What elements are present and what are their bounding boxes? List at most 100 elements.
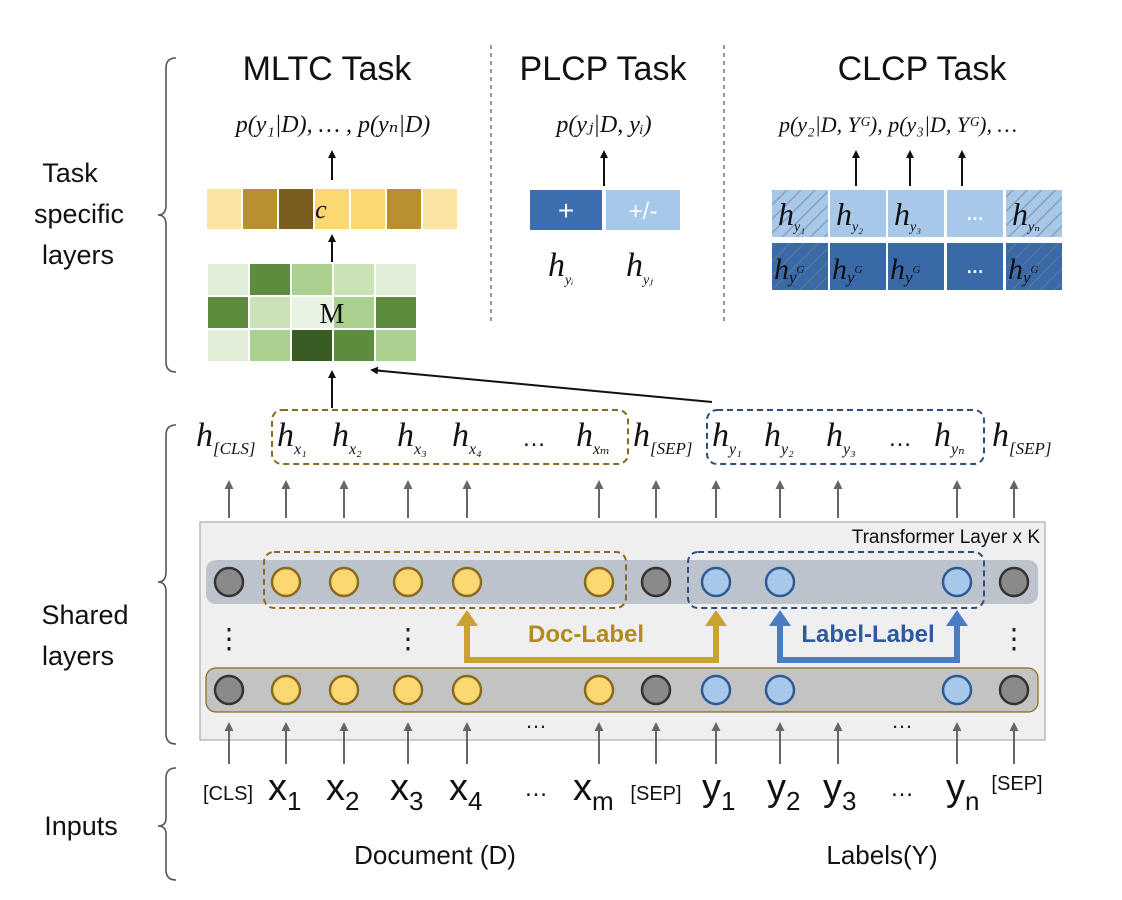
hidden-sep-2: h[SEP] (992, 417, 1052, 458)
vector-cell-2 (279, 189, 313, 229)
clcp-top-label-1: hy₂ (836, 196, 863, 235)
clcp-title: CLCP Task (838, 50, 1008, 88)
clcp-bottom-cell-1 (830, 243, 886, 290)
labels-label: Labels(Y) (826, 840, 937, 870)
top-node-0 (213, 566, 245, 598)
bottom-node-0 (213, 674, 245, 706)
clcp-bottom-label-2: hyG (890, 253, 921, 287)
clcp-formula: p(y₂|D, Yᴳ), p(y₃|D, Yᴳ), … (777, 112, 1017, 137)
vector-cell-0 (207, 189, 241, 229)
matrix-cell-0-1 (250, 264, 290, 295)
plcp-formula: p(yⱼ|D, yᵢ) (554, 112, 651, 138)
hidden-y-0: hy₁ (712, 417, 742, 458)
input-cls: [CLS] (203, 783, 253, 805)
matrix-cell-1-4 (376, 297, 416, 328)
clcp-top-cell-3 (947, 190, 1003, 237)
clcp-bottom-ellipsis: … (966, 257, 984, 277)
label-shared-line1: Shared (41, 600, 128, 630)
plcp-box-plus (530, 190, 602, 230)
mltc-formula: p(y₁|D), … , p(yₙ|D) (234, 112, 431, 138)
vdots-middle: ⋮ (394, 624, 422, 655)
input-x-4: xm (573, 767, 614, 816)
hidden-y-2: hy₃ (826, 417, 856, 458)
bottom-node-4 (451, 674, 483, 706)
input-x-0: x1 (268, 767, 301, 816)
hidden-sep-1: h[SEP] (633, 417, 693, 458)
input-x-3: x4 (449, 767, 482, 816)
hidden-x-3: hx₄ (452, 417, 482, 458)
matrix-cell-1-2 (292, 297, 332, 328)
brace-inputs (157, 767, 177, 881)
clcp-top-label-0: hy₁ (778, 196, 805, 235)
hidden-x-2: hx₃ (397, 417, 427, 458)
bottom-node-9 (941, 674, 973, 706)
vector-c-label: c⃗ (315, 195, 347, 224)
input-sep-1: [SEP] (630, 783, 681, 805)
vector-cell-3 (315, 189, 349, 229)
hidden-x-4: hxₘ (576, 417, 610, 458)
bottom-node-6 (640, 674, 672, 706)
label-task-line2: specific (34, 199, 124, 229)
hidden-arrows (224, 480, 1019, 518)
clcp-bottom-cell-2 (888, 243, 944, 290)
doc-hidden-group (271, 409, 629, 465)
bottom-node-5 (583, 674, 615, 706)
top-node-3 (392, 566, 424, 598)
matrix-cell-0-0 (208, 264, 248, 295)
input-x-1: x2 (326, 767, 359, 816)
input-y-3: yn (946, 767, 979, 816)
vdots-left: ⋮ (215, 624, 243, 655)
transformer-title: Transformer Layer x K (852, 527, 1041, 548)
clcp-top-cell-2 (888, 190, 944, 237)
input-x-2: x3 (390, 767, 423, 816)
clcp-top-label-4: hyₙ (1012, 196, 1040, 235)
vector-cell-6 (423, 189, 457, 229)
clcp-top-ellipsis: … (966, 204, 984, 224)
plcp-plus-label: + (558, 195, 574, 226)
plcp-h-i: hyᵢ (548, 247, 573, 288)
hidden-x-0: hx₁ (277, 417, 307, 458)
doc-node-group (263, 551, 627, 609)
ellipsis-label-bottom: … (891, 708, 913, 733)
mltc-title: MLTC Task (243, 50, 413, 88)
top-node-1 (270, 566, 302, 598)
label-hidden-group (706, 409, 985, 465)
plcp-h-j: hyⱼ (626, 247, 653, 288)
top-node-11 (998, 566, 1030, 598)
brace-shared (157, 424, 177, 745)
brace-task-specific (157, 57, 177, 373)
top-node-2 (328, 566, 360, 598)
label-vector-c (207, 189, 457, 229)
top-node-5 (583, 566, 615, 598)
left-braces (157, 57, 177, 881)
bottom-node-2 (328, 674, 360, 706)
bottom-node-8 (764, 674, 796, 706)
clcp-arrows (852, 150, 966, 186)
label-node-group (687, 551, 985, 609)
input-y-2: y3 (823, 767, 856, 816)
vector-cell-1 (243, 189, 277, 229)
label-task-line3: layers (42, 240, 114, 270)
hidden-ellipsis-doc: … (522, 425, 546, 452)
arrow-labels-to-m (370, 366, 713, 403)
matrix-m-label: M (320, 299, 345, 330)
bottom-node-1 (270, 674, 302, 706)
hidden-y-3: hyₙ (934, 417, 965, 458)
input-ellipsis-doc: … (524, 775, 548, 802)
bottom-node-10 (998, 674, 1030, 706)
clcp-bottom-cell-3 (947, 243, 1003, 290)
input-sep-2: [SEP] (991, 773, 1042, 795)
matrix-cell-1-3 (334, 297, 374, 328)
top-node-8 (764, 566, 796, 598)
plcp-pm-label: +/- (629, 198, 658, 225)
label-inputs: Inputs (44, 811, 118, 841)
hidden-ellipsis-label: … (888, 425, 912, 452)
clcp-top-cell-1 (830, 190, 886, 237)
bottom-node-7 (700, 674, 732, 706)
label-label-connector (777, 622, 960, 663)
hidden-x-1: hx₂ (332, 417, 362, 458)
